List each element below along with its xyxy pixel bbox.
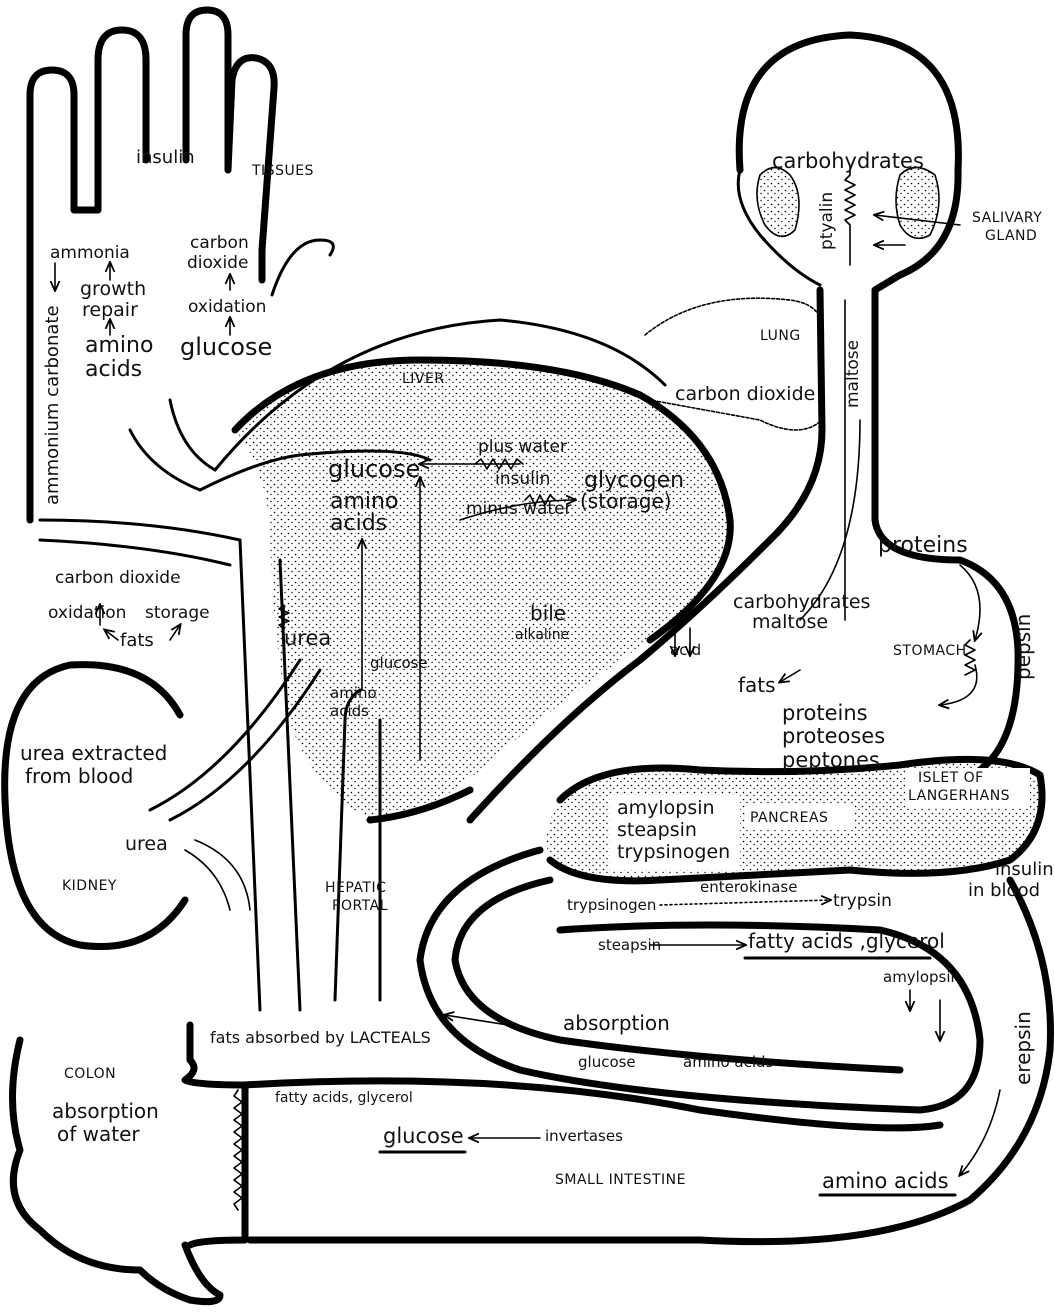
hepatic-label: HEPATIC bbox=[325, 880, 386, 896]
steapsin-label: steapsin bbox=[617, 819, 697, 841]
stomach-fats-label: fats bbox=[738, 673, 776, 697]
liver-amino-small-label: amino bbox=[330, 684, 377, 702]
salivary-label: SALIVARY bbox=[972, 210, 1042, 226]
ammonium-carbonate-label: ammonium carbonate bbox=[42, 305, 63, 505]
storage-label: (storage) bbox=[580, 489, 672, 513]
intestine-glucose-small-label: glucose bbox=[578, 1053, 636, 1071]
liver-label: LIVER bbox=[402, 371, 445, 387]
in-blood-label: in blood bbox=[968, 880, 1040, 901]
fatty-acids-glycerol2-label: fatty acids, glycerol bbox=[275, 1090, 413, 1106]
hand-carbon-label: carbon bbox=[190, 233, 249, 253]
liver-acids-label: acids bbox=[330, 511, 387, 536]
growth-label: growth bbox=[80, 278, 146, 300]
hand-dioxide-label: dioxide bbox=[187, 253, 248, 273]
plus-water-label: plus water bbox=[478, 437, 567, 457]
stomach-label: STOMACH bbox=[893, 643, 967, 659]
hand-amino-label: amino bbox=[85, 333, 153, 358]
liver-glucose-small-label: glucose bbox=[370, 654, 428, 672]
absorption-label: absorption bbox=[563, 1011, 670, 1035]
intestine-amylopsin-label: amylopsin bbox=[883, 968, 960, 986]
liver-acids-small-label: acids bbox=[330, 702, 369, 720]
small-intestine-label: SMALL INTESTINE bbox=[555, 1172, 686, 1188]
intestine-glucose-label: glucose bbox=[383, 1124, 464, 1148]
portal-label: PORTAL bbox=[332, 898, 388, 914]
intestine-amino-acids-small-label: amino acids bbox=[683, 1053, 774, 1071]
liver-glucose-label: glucose bbox=[328, 455, 420, 483]
pepsin-label: pepsin bbox=[1011, 614, 1035, 680]
stomach-proteins2-label: proteins bbox=[782, 701, 868, 725]
head-carbohydrates-label: carbohydrates bbox=[772, 149, 924, 173]
erepsin-label: erepsin bbox=[1011, 1011, 1035, 1085]
intestine-trypsinogen-label: trypsinogen bbox=[567, 896, 656, 914]
ptyalin-label: ptyalin bbox=[817, 192, 837, 250]
enterokinase-label: enterokinase bbox=[700, 878, 797, 896]
colon bbox=[13, 1025, 246, 1302]
liver-insulin-label: insulin bbox=[495, 469, 550, 489]
from-blood-label: from blood bbox=[25, 764, 133, 788]
kidney-urea-label: urea bbox=[125, 833, 168, 855]
kidney-label: KIDNEY bbox=[62, 878, 117, 894]
fatty-acids-glycerol-label: fatty acids ,glycerol bbox=[748, 929, 945, 953]
liver bbox=[235, 360, 730, 820]
ammonia-label: ammonia bbox=[50, 243, 130, 263]
stomach-carbohydrates-label: carbohydrates bbox=[733, 591, 870, 613]
colon-label: COLON bbox=[64, 1066, 116, 1082]
tissues-label: TISSUES bbox=[251, 163, 314, 179]
lung-carbon-dioxide-label: carbon dioxide bbox=[675, 383, 815, 405]
amylopsin-label: amylopsin bbox=[617, 797, 715, 819]
peptones-label: peptones bbox=[782, 748, 880, 772]
stomach-maltose-label: maltose bbox=[752, 611, 828, 633]
langerhans-label: LANGERHANS bbox=[908, 788, 1010, 804]
urea-extracted-label: urea extracted bbox=[20, 741, 167, 765]
gland-label: GLAND bbox=[985, 228, 1037, 244]
pancreas-label: PANCREAS bbox=[750, 810, 828, 826]
invertases-label: invertases bbox=[545, 1127, 623, 1145]
hand-glucose-label: glucose bbox=[180, 333, 272, 361]
of-water-label: of water bbox=[57, 1122, 140, 1146]
maltose-label: maltose bbox=[843, 340, 863, 408]
stomach-proteins-label: proteins bbox=[878, 533, 968, 558]
fat-oxidation-label: oxidation bbox=[48, 603, 126, 623]
urea-label: urea bbox=[284, 626, 331, 650]
proteoses-label: proteoses bbox=[782, 724, 885, 748]
repair-label: repair bbox=[82, 299, 138, 321]
islet-label: ISLET OF bbox=[918, 770, 984, 786]
salivary-gland bbox=[757, 165, 960, 265]
intestine-amino-acids-label: amino acids bbox=[822, 1169, 949, 1193]
lung-outline bbox=[645, 298, 823, 430]
hand-oxidation-label: oxidation bbox=[188, 297, 266, 317]
fats-label: fats bbox=[120, 630, 154, 651]
kidney bbox=[5, 665, 250, 947]
alkaline-label: alkaline bbox=[515, 627, 569, 643]
fats-absorbed-label: fats absorbed by LACTEALS bbox=[210, 1028, 431, 1047]
trypsinogen-label: trypsinogen bbox=[617, 841, 730, 863]
lung-label: LUNG bbox=[760, 328, 801, 344]
fat-storage-label: storage bbox=[145, 603, 210, 623]
minus-water-label: minus water bbox=[466, 499, 572, 519]
colon-absorption-label: absorption bbox=[52, 1099, 159, 1123]
hand-acids-label: acids bbox=[85, 357, 142, 382]
pancreas-insulin-label: insulin bbox=[995, 859, 1054, 880]
fat-carbon-dioxide-label: carbon dioxide bbox=[55, 568, 181, 588]
trypsin-label: trypsin bbox=[833, 891, 892, 911]
bile-label: bile bbox=[530, 601, 566, 625]
hand-insulin-label: insulin bbox=[136, 147, 195, 168]
